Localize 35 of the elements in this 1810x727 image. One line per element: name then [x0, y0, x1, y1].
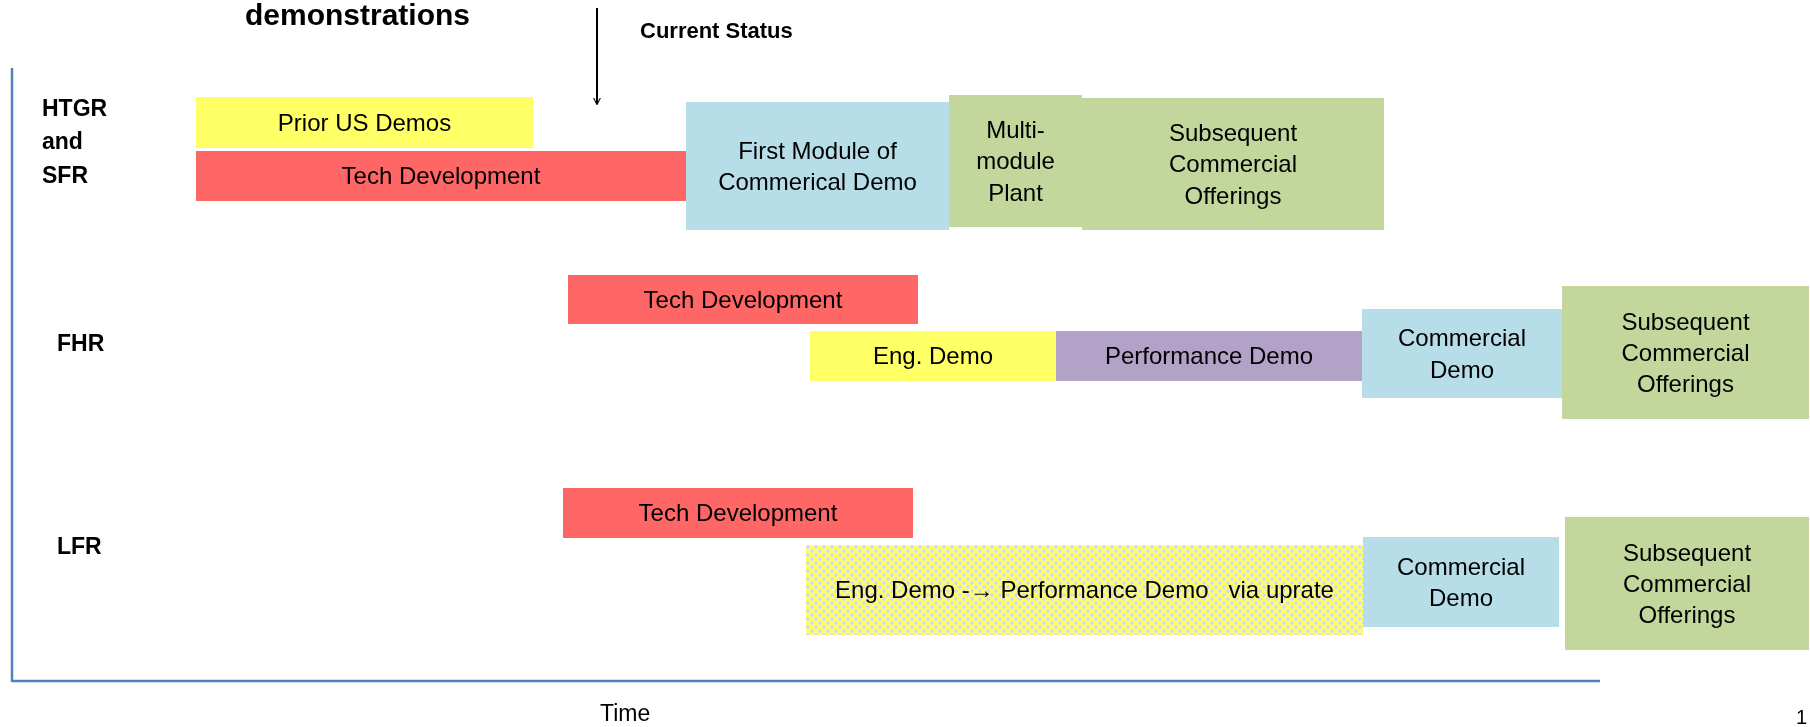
phase-bar — [1362, 309, 1562, 398]
bar-label: Performance Demo — [1104, 341, 1314, 372]
row-label: LFR — [57, 533, 102, 560]
bar-label: Eng. Demo — [872, 341, 994, 372]
bar-label: Multi-module Plant — [975, 115, 1056, 208]
slide-title: demonstrations — [245, 0, 471, 32]
phase-bar — [196, 151, 686, 201]
status-label: Current Status — [640, 18, 793, 44]
phase-bar — [196, 97, 533, 148]
bar-label: Eng. Demo -→ Performance Demo via uprate — [835, 575, 1334, 606]
phase-bar — [1562, 286, 1809, 419]
row-label: HTGR and SFR — [42, 94, 109, 190]
bar-label: Subsequent Commercial Offerings — [1620, 306, 1751, 400]
bar-label: Tech Development — [643, 284, 843, 315]
phase-bar — [686, 102, 949, 230]
phase-bar — [949, 95, 1082, 227]
bar-label: Subsequent Commercial Offerings — [1621, 537, 1753, 631]
phase-bar — [1082, 98, 1384, 230]
phase-bar — [1363, 537, 1559, 627]
bar-label: First Module of Commerical Demo — [717, 135, 918, 197]
page-number: 1 — [1796, 706, 1808, 727]
row-label: FHR — [57, 330, 105, 357]
phase-bar — [1565, 517, 1809, 650]
bar-label: Prior US Demos — [277, 107, 452, 138]
phase-bar — [810, 331, 1056, 381]
phase-bar — [1056, 331, 1362, 381]
bar-label: Tech Development — [638, 498, 838, 529]
bar-label: Subsequent Commercial Offerings — [1167, 118, 1299, 211]
bar-label: Commercial Demo — [1397, 323, 1527, 385]
phase-bar — [563, 488, 913, 538]
phase-bar — [806, 545, 1363, 635]
bar-label: Commercial Demo — [1396, 551, 1526, 613]
bar-label: Tech Development — [341, 161, 541, 192]
axis-label: Time — [600, 700, 651, 727]
phase-bar — [568, 275, 918, 324]
